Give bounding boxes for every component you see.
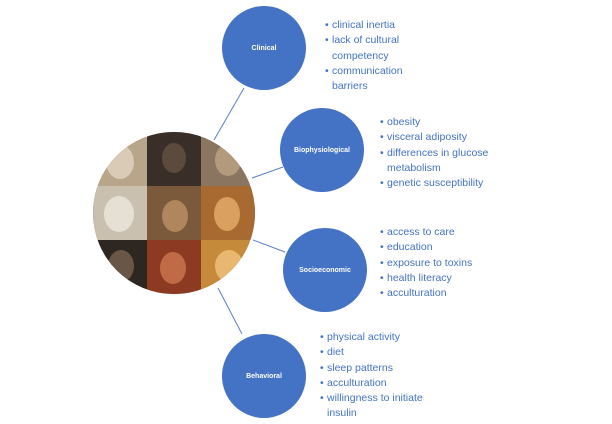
list-item: lack of cultural competency — [325, 33, 440, 64]
clinical-factor-list: clinical inertia lack of cultural compet… — [325, 18, 440, 94]
list-item: sleep patterns — [320, 361, 445, 377]
list-item: education — [380, 240, 505, 256]
socioeconomic-factor-list: access to care education exposure to tox… — [380, 225, 505, 302]
list-item: obesity — [380, 115, 505, 131]
list-item: exposure to toxins — [380, 256, 505, 272]
clinical-node: Clinical — [222, 6, 306, 90]
clinical-label: Clinical — [251, 44, 277, 52]
list-item: access to care — [380, 225, 505, 241]
list-item: communication barriers — [325, 64, 440, 95]
list-item: visceral adiposity — [380, 130, 505, 146]
connector-biophysiological — [251, 166, 284, 179]
behavioral-label: Behavioral — [246, 372, 282, 380]
list-item: acculturation — [320, 376, 445, 392]
socioeconomic-label: Socioeconomic — [299, 266, 351, 274]
connector-behavioral — [217, 287, 243, 335]
biophysiological-factor-list: obesity visceral adiposity differences i… — [380, 115, 505, 192]
portrait-collage-image — [93, 132, 255, 294]
list-item: health literacy — [380, 271, 505, 287]
socioeconomic-node: Socioeconomic — [283, 228, 367, 312]
connector-clinical — [213, 87, 245, 141]
biophysiological-node: Biophysiological — [280, 108, 364, 192]
behavioral-factor-list: physical activity diet sleep patterns ac… — [320, 330, 445, 422]
list-item: clinical inertia — [325, 18, 440, 34]
behavioral-node: Behavioral — [222, 334, 306, 418]
connector-socioeconomic — [252, 239, 286, 253]
list-item: differences in glucose metabolism — [380, 146, 505, 177]
list-item: genetic susceptibility — [380, 176, 505, 192]
biophysiological-label: Biophysiological — [293, 146, 350, 154]
list-item: diet — [320, 345, 445, 361]
list-item: physical activity — [320, 330, 445, 346]
list-item: acculturation — [380, 286, 505, 302]
list-item: willingness to initiate insulin — [320, 391, 445, 422]
